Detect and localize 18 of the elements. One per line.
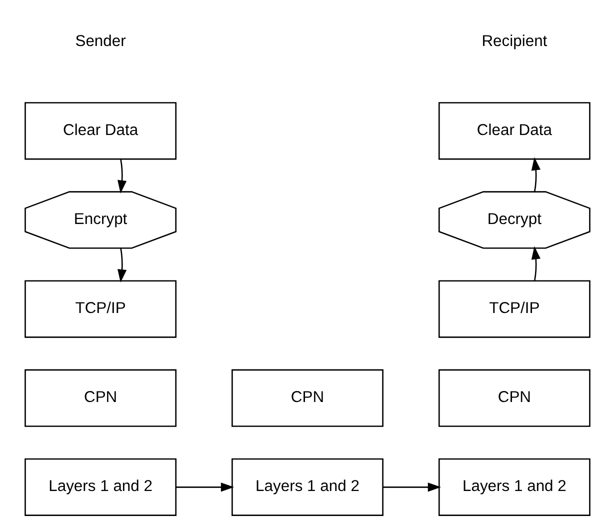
arrow	[531, 246, 540, 281]
arrow	[118, 248, 127, 283]
label: Recipient	[482, 32, 548, 50]
node-box: Clear Data	[24, 102, 177, 160]
node-box: CPN	[438, 369, 590, 427]
arrow	[383, 482, 441, 492]
node-box: Layers 1 and 2	[232, 458, 384, 516]
arrow	[176, 482, 234, 492]
node-box: Layers 1 and 2	[24, 458, 177, 516]
arrow	[531, 157, 540, 192]
node-box: TCP/IP	[24, 280, 177, 338]
node-box: CPN	[24, 369, 177, 427]
node-box: Clear Data	[438, 102, 590, 160]
arrow	[118, 158, 127, 194]
node-box: TCP/IP	[438, 280, 590, 338]
node-box: Layers 1 and 2	[438, 458, 590, 516]
label: Sender	[75, 32, 126, 50]
node-box: CPN	[232, 369, 384, 427]
